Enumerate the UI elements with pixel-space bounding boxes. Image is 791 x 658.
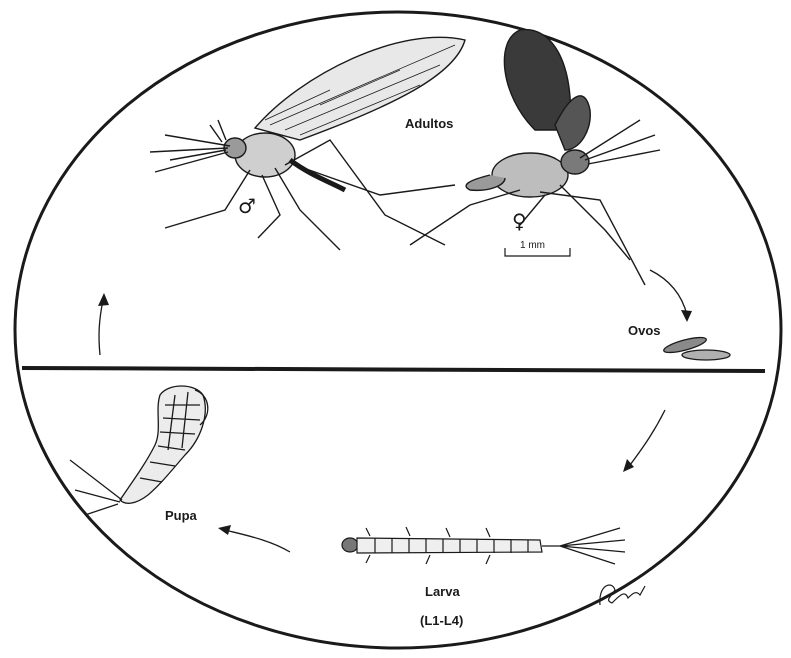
arrowhead-pupa [218,525,231,535]
larva-stages-label: (L1-L4) [420,613,463,628]
water-surface-line [22,368,765,371]
arrow-eggs-to-larva [630,410,665,465]
scale-label: 1 mm [520,240,545,251]
arrow-female-to-eggs [650,270,687,315]
arrow-pupa-to-adult [99,300,103,355]
pupa-icon [70,386,208,515]
arrow-larva-to-pupa [225,530,290,552]
female-symbol-glyph: ♀ [512,209,527,233]
eggs-label: Ovos [628,323,661,338]
arrowhead-eggs [681,310,692,322]
male-adult-icon [150,37,465,250]
arrowhead-adult [98,293,109,306]
larva-label: Larva [425,584,460,599]
pupa-label: Pupa [165,508,197,523]
adults-label: Adultos [405,116,453,131]
larva-icon [342,527,625,564]
eggs-icon [662,334,730,360]
male-symbol-glyph: ♂ [238,194,256,218]
